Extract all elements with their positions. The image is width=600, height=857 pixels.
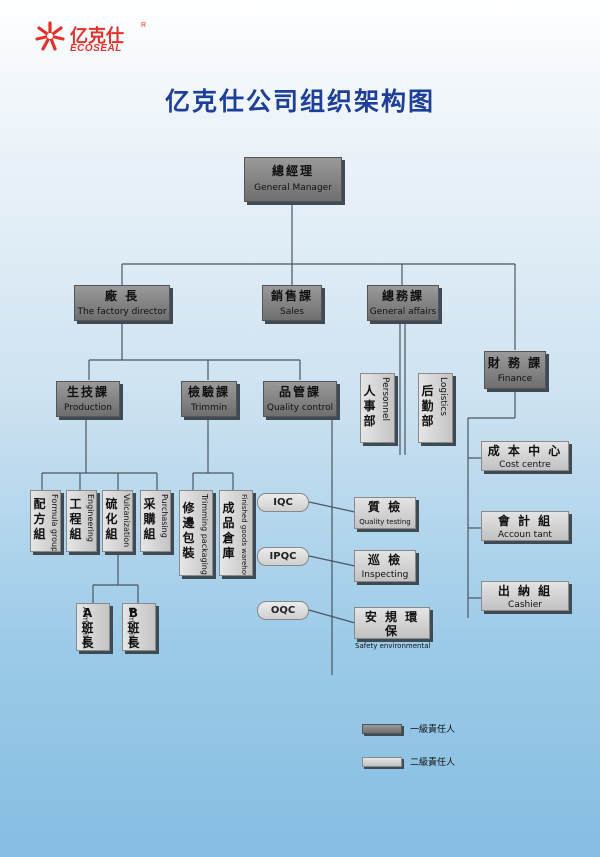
safety-environmental-en: Safety environmental [355, 642, 431, 650]
cashier-en: Cashier [508, 600, 542, 610]
finished-goods-warehouse-cn: 成品倉庫 [222, 501, 235, 560]
cost-centre-en: Cost centre [499, 460, 551, 470]
iqc-text: IQC [273, 497, 293, 508]
quality-control-cn: 品管課 [278, 385, 321, 399]
cashier-box: 出 納 組 Cashier [481, 581, 569, 611]
finance-cn: 財 務 課 [487, 356, 543, 370]
b-monitor-en: B monitor [127, 607, 136, 647]
personnel-cn: 人事部 [363, 384, 376, 428]
sales-box: 銷售課 Sales [262, 285, 322, 321]
engineering-en: Engineering [86, 494, 95, 542]
finance-en: Finance [497, 374, 533, 384]
vulcanization-box: 硫化組 Vulcanization [102, 490, 133, 552]
safety-environmental-box: 安 規 環 保 Safety environmental [354, 607, 430, 650]
purchasing-cn: 采購組 [143, 497, 156, 541]
inspecting-box: 巡 檢 Inspecting [354, 550, 416, 582]
formula-group-cn: 配方組 [33, 497, 46, 541]
formula-group-en: Formula group [50, 494, 59, 552]
a-monitor-en: A monitor [81, 607, 90, 647]
ecoseal-flower-logo-icon [35, 21, 65, 51]
formula-group-box: 配方組 Formula group [30, 490, 61, 552]
trimming-packaging-en: Trimming packaging [200, 494, 209, 575]
personnel-en: Personnel [380, 377, 390, 421]
factory-director-cn: 廠 長 [104, 289, 140, 303]
accountant-cn: 會 計 組 [497, 514, 553, 528]
personnel-box: 人事部 Personnel [360, 373, 395, 443]
b-monitor-cn: B班長 [127, 606, 140, 650]
page-title: 亿克仕公司组织架构图 [164, 87, 435, 116]
legend-level-1-label: 一級責任人 [410, 725, 456, 735]
production-cn: 生技課 [66, 385, 109, 399]
factory-director-box: 廠 長 The factory director [74, 285, 170, 321]
cost-centre-cn: 成 本 中 心 [487, 444, 563, 458]
oqc-label: OQC [257, 601, 309, 620]
purchasing-en: Purchasing [160, 494, 169, 538]
accountant-box: 會 計 組 Accoun tant [481, 511, 569, 541]
engineering-box: 工程組 Engineering [66, 490, 97, 552]
ipqc-text: IPQC [269, 551, 297, 562]
production-box: 生技課 Production [56, 381, 120, 417]
accountant-en: Accoun tant [498, 530, 552, 540]
inspecting-cn: 巡 檢 [367, 553, 403, 567]
quality-testing-cn: 質 檢 [367, 500, 403, 514]
finished-goods-warehouse-en: Finished goods warehouse [240, 494, 248, 576]
general-manager-cn: 總經理 [271, 164, 314, 178]
quality-testing-box: 質 檢 Quality testing [354, 497, 416, 529]
vulcanization-en: Vulcanization [122, 494, 131, 548]
general-affairs-en: General affairs [369, 307, 437, 317]
trimmin-en: Trimmin [190, 403, 228, 413]
general-affairs-box: 總務課 General affairs [367, 285, 439, 321]
sales-cn: 銷售課 [270, 289, 313, 303]
a-monitor-cn: A班長 [81, 606, 94, 650]
quality-control-box: 品管課 Quality control [263, 381, 337, 417]
quality-control-en: Quality control [266, 403, 334, 413]
legend-level-2-swatch [362, 757, 402, 767]
finance-box: 財 務 課 Finance [484, 351, 546, 389]
legend-level-1-swatch [362, 724, 402, 734]
vulcanization-cn: 硫化組 [105, 497, 118, 541]
trimmin-box: 檢驗課 Trimmin [181, 381, 237, 417]
purchasing-box: 采購組 Purchasing [140, 490, 171, 552]
trimming-packaging-box: 修邊包裝 Trimming packaging [179, 490, 213, 576]
general-manager-box: 總經理 General Manager [244, 157, 342, 202]
cost-centre-box: 成 本 中 心 Cost centre [481, 441, 569, 471]
a-monitor-box: A班長 A monitor [76, 603, 110, 651]
logo-chinese-name: 亿克仕 [70, 26, 124, 47]
b-monitor-box: B班長 B monitor [122, 603, 156, 651]
general-manager-en: General Manager [254, 183, 332, 193]
trimmin-cn: 檢驗課 [187, 385, 230, 399]
general-affairs-cn: 總務課 [381, 289, 424, 303]
logistics-cn: 后勤部 [421, 384, 434, 428]
quality-testing-en: Quality testing [359, 518, 411, 526]
oqc-text: OQC [270, 605, 296, 616]
cashier-cn: 出 納 組 [497, 584, 553, 598]
logo-english-name: ECOSEAL [70, 43, 122, 54]
iqc-label: IQC [257, 493, 309, 512]
sales-en: Sales [280, 307, 304, 317]
finished-goods-warehouse-box: 成品倉庫 Finished goods warehouse [219, 490, 253, 576]
trimming-packaging-cn: 修邊包裝 [182, 501, 195, 560]
engineering-cn: 工程組 [69, 497, 82, 541]
legend-level-2-label: 二級責任人 [410, 758, 456, 768]
safety-environmental-cn: 安 規 環 保 [364, 610, 420, 638]
inspecting-en: Inspecting [361, 570, 409, 580]
ipqc-label: IPQC [257, 547, 309, 566]
registered-mark: R [141, 22, 147, 29]
logistics-en: Logistics [438, 377, 448, 416]
logistics-box: 后勤部 Logistics [418, 373, 453, 443]
factory-director-en: The factory director [77, 307, 167, 317]
production-en: Production [64, 403, 112, 413]
